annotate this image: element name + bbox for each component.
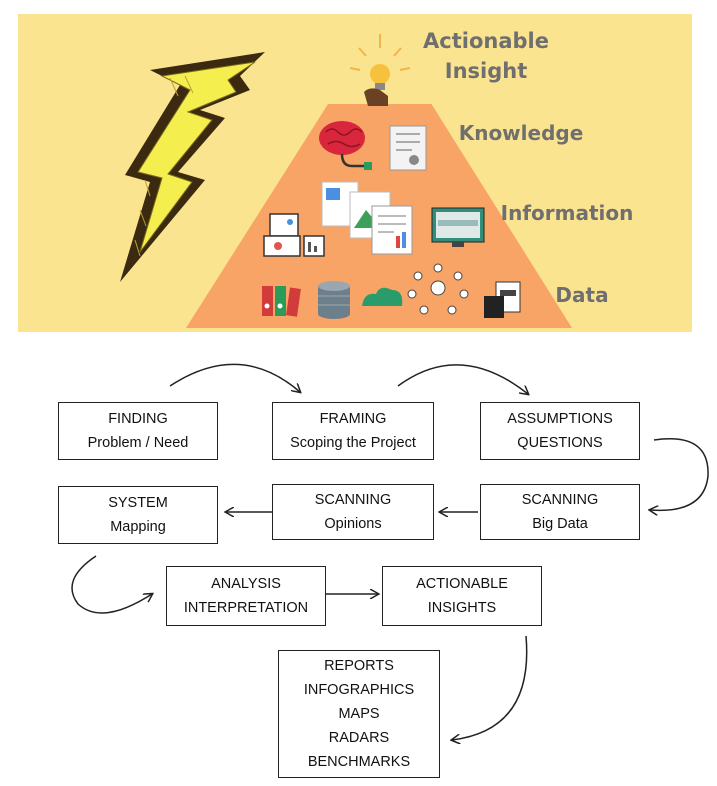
box-actionable-title: ACTIONABLE [416,576,508,592]
arrow-framing-assumptions [397,364,528,394]
tier-label-insight-line1: Actionable [423,29,549,53]
arrow-actionable-outputs [452,635,528,740]
arrow-system-analysis [71,555,152,614]
box-framing-title: FRAMING [319,411,387,427]
brain-icon [319,121,372,170]
monitor-icon [431,207,485,247]
box-finding: FINDING Problem / Need [58,402,218,460]
cloud-icon [362,287,403,306]
pyramid-panel [18,14,692,332]
box-scanning-opinions-subtitle: Opinions [324,516,382,532]
box-outputs: REPORTS INFOGRAPHICS MAPS RADARS BENCHMA… [278,650,440,778]
pyramid-apex [327,22,433,104]
lightning-bolt-icon [120,52,265,282]
apex-rays [349,34,411,71]
html-file-icon [484,281,521,318]
output-infographics: INFOGRAPHICS [303,682,415,698]
box-actionable-subtitle: INSIGHTS [427,600,497,616]
box-assumptions-subtitle: QUESTIONS [517,435,603,451]
box-framing: FRAMING Scoping the Project [272,402,434,460]
box-framing-subtitle: Scoping the Project [290,435,416,451]
tier-label-data: Data [555,283,609,307]
arrow-finding-framing [169,363,300,392]
box-scanning-bigdata-subtitle: Big Data [532,516,588,532]
box-analysis: ANALYSIS INTERPRETATION [166,566,326,626]
lightbulb-hand-icon [364,64,390,106]
box-system: SYSTEM Mapping [58,486,218,544]
box-finding-subtitle: Problem / Need [87,435,189,451]
documents-icon [321,181,413,255]
tier-label-information: Information [500,201,634,225]
output-radars: RADARS [328,730,390,746]
box-assumptions: ASSUMPTIONS QUESTIONS [480,402,640,460]
box-scanning-bigdata: SCANNING Big Data [480,484,640,540]
certificate-icon [389,125,427,171]
output-reports: REPORTS [324,658,394,674]
tier-label-insight-line2: Insight [444,59,528,83]
box-scanning-bigdata-title: SCANNING [521,492,599,508]
output-benchmarks: BENCHMARKS [307,754,411,770]
binders-icon [262,286,301,317]
database-icon [318,281,350,319]
box-actionable: ACTIONABLE INSIGHTS [382,566,542,626]
tier-label-knowledge: Knowledge [458,121,584,145]
box-scanning-opinions: SCANNING Opinions [272,484,434,540]
box-scanning-opinions-title: SCANNING [314,492,392,508]
box-assumptions-title: ASSUMPTIONS [507,411,613,427]
network-icon [407,263,469,315]
tier-label-insight: Actionable Insight [396,26,576,86]
dashboard-icon [263,213,325,257]
box-analysis-subtitle: INTERPRETATION [183,600,309,616]
box-finding-title: FINDING [108,411,168,427]
output-maps: MAPS [338,706,380,722]
box-system-subtitle: Mapping [110,519,166,535]
box-analysis-title: ANALYSIS [211,576,281,592]
box-system-title: SYSTEM [108,495,168,511]
arrow-assumptions-bigdata [650,438,709,511]
